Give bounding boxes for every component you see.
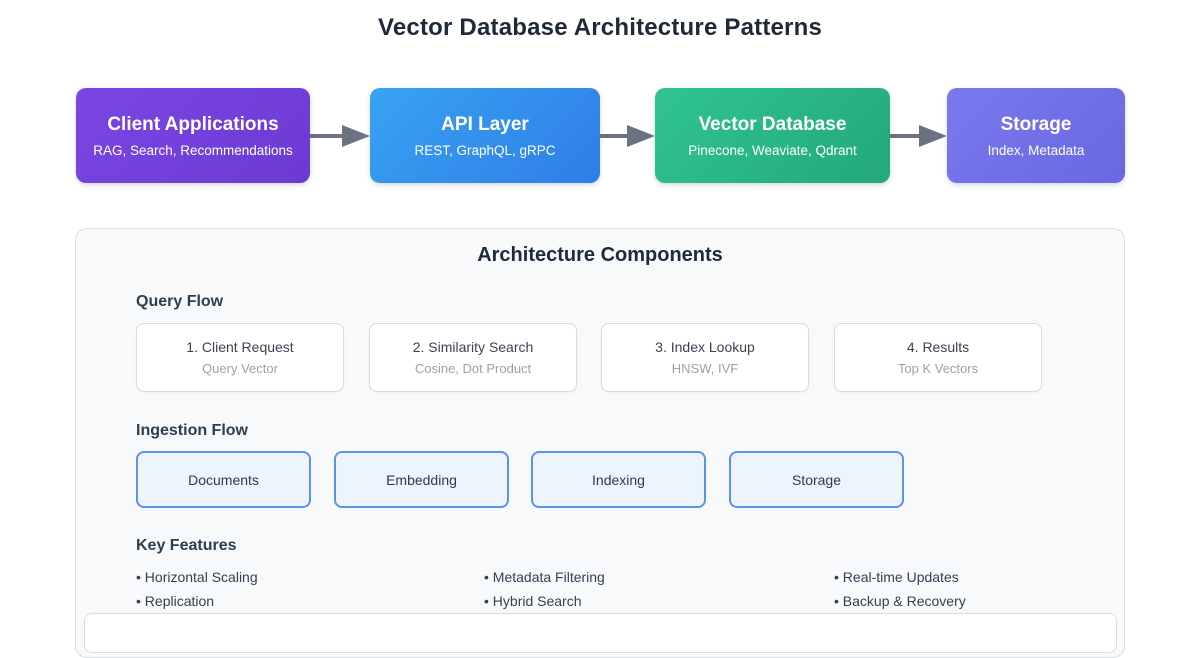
arrow-head xyxy=(342,125,370,147)
ingestion-step-label: Storage xyxy=(791,471,842,488)
key-features-column: • Real-time Updates • Backup & Recovery xyxy=(834,565,1154,613)
query-step-client-request: 1. Client Request Query Vector xyxy=(136,323,344,392)
right-arrow-icon xyxy=(310,125,370,147)
query-step-results: 4. Results Top K Vectors xyxy=(834,323,1042,392)
key-features-column: • Metadata Filtering • Hybrid Search xyxy=(484,565,804,613)
architecture-components-panel: Architecture Components Query Flow 1. Cl… xyxy=(75,228,1125,658)
arrow-head xyxy=(919,125,947,147)
arrow-shaft xyxy=(310,134,344,138)
ingestion-step-storage: Storage xyxy=(729,451,904,508)
ingestion-step-label: Indexing xyxy=(592,471,645,488)
query-flow-heading: Query Flow xyxy=(136,293,224,310)
ingestion-flow-heading: Ingestion Flow xyxy=(136,422,248,439)
query-step-title: 3. Index Lookup xyxy=(655,339,755,355)
flow-node-subtitle: Pinecone, Weaviate, Qdrant xyxy=(688,142,857,158)
query-step-similarity-search: 2. Similarity Search Cosine, Dot Product xyxy=(369,323,577,392)
ingestion-step-label: Documents xyxy=(188,471,259,488)
feature-item: • Hybrid Search xyxy=(484,593,582,609)
partial-bottom-card xyxy=(84,613,1117,653)
right-arrow-icon xyxy=(600,125,655,147)
query-step-subtitle: HNSW, IVF xyxy=(671,361,739,376)
query-step-subtitle: Cosine, Dot Product xyxy=(414,361,532,376)
flow-node-vector-database: Vector Database Pinecone, Weaviate, Qdra… xyxy=(655,88,890,183)
query-step-subtitle: Query Vector xyxy=(202,361,278,376)
flow-node-subtitle: RAG, Search, Recommendations xyxy=(93,142,293,158)
feature-item: • Metadata Filtering xyxy=(484,569,605,585)
ingestion-step-label: Embedding xyxy=(386,471,457,488)
flow-node-title: Storage xyxy=(1000,113,1072,135)
query-step-title: 4. Results xyxy=(906,339,970,355)
right-arrow-icon xyxy=(890,125,947,147)
query-step-subtitle: Top K Vectors xyxy=(897,361,979,376)
flow-node-client-applications: Client Applications RAG, Search, Recomme… xyxy=(76,88,310,183)
flow-node-title: API Layer xyxy=(441,113,529,135)
arrow-head xyxy=(627,125,655,147)
flow-node-subtitle: Index, Metadata xyxy=(987,142,1085,158)
query-step-title: 2. Similarity Search xyxy=(412,339,534,355)
arrow-shaft xyxy=(600,134,629,138)
feature-item: • Backup & Recovery xyxy=(834,593,966,609)
ingestion-step-embedding: Embedding xyxy=(334,451,509,508)
flow-node-storage: Storage Index, Metadata xyxy=(947,88,1125,183)
key-features-column: • Horizontal Scaling • Replication xyxy=(136,565,456,613)
flow-node-title: Client Applications xyxy=(107,113,279,135)
page-title: Vector Database Architecture Patterns xyxy=(377,14,823,41)
feature-item: • Replication xyxy=(136,593,215,609)
feature-item: • Real-time Updates xyxy=(834,569,959,585)
ingestion-step-documents: Documents xyxy=(136,451,311,508)
query-step-title: 1. Client Request xyxy=(186,339,294,355)
flow-node-api-layer: API Layer REST, GraphQL, gRPC xyxy=(370,88,600,183)
key-features-heading: Key Features xyxy=(136,537,237,554)
ingestion-step-indexing: Indexing xyxy=(531,451,706,508)
feature-item: • Horizontal Scaling xyxy=(136,569,258,585)
flow-node-title: Vector Database xyxy=(698,113,847,135)
diagram-canvas: Vector Database Architecture Patterns Cl… xyxy=(75,14,1125,658)
arrow-shaft xyxy=(890,134,921,138)
flow-node-subtitle: REST, GraphQL, gRPC xyxy=(414,142,556,158)
panel-title: Architecture Components xyxy=(477,244,723,266)
query-step-index-lookup: 3. Index Lookup HNSW, IVF xyxy=(601,323,809,392)
